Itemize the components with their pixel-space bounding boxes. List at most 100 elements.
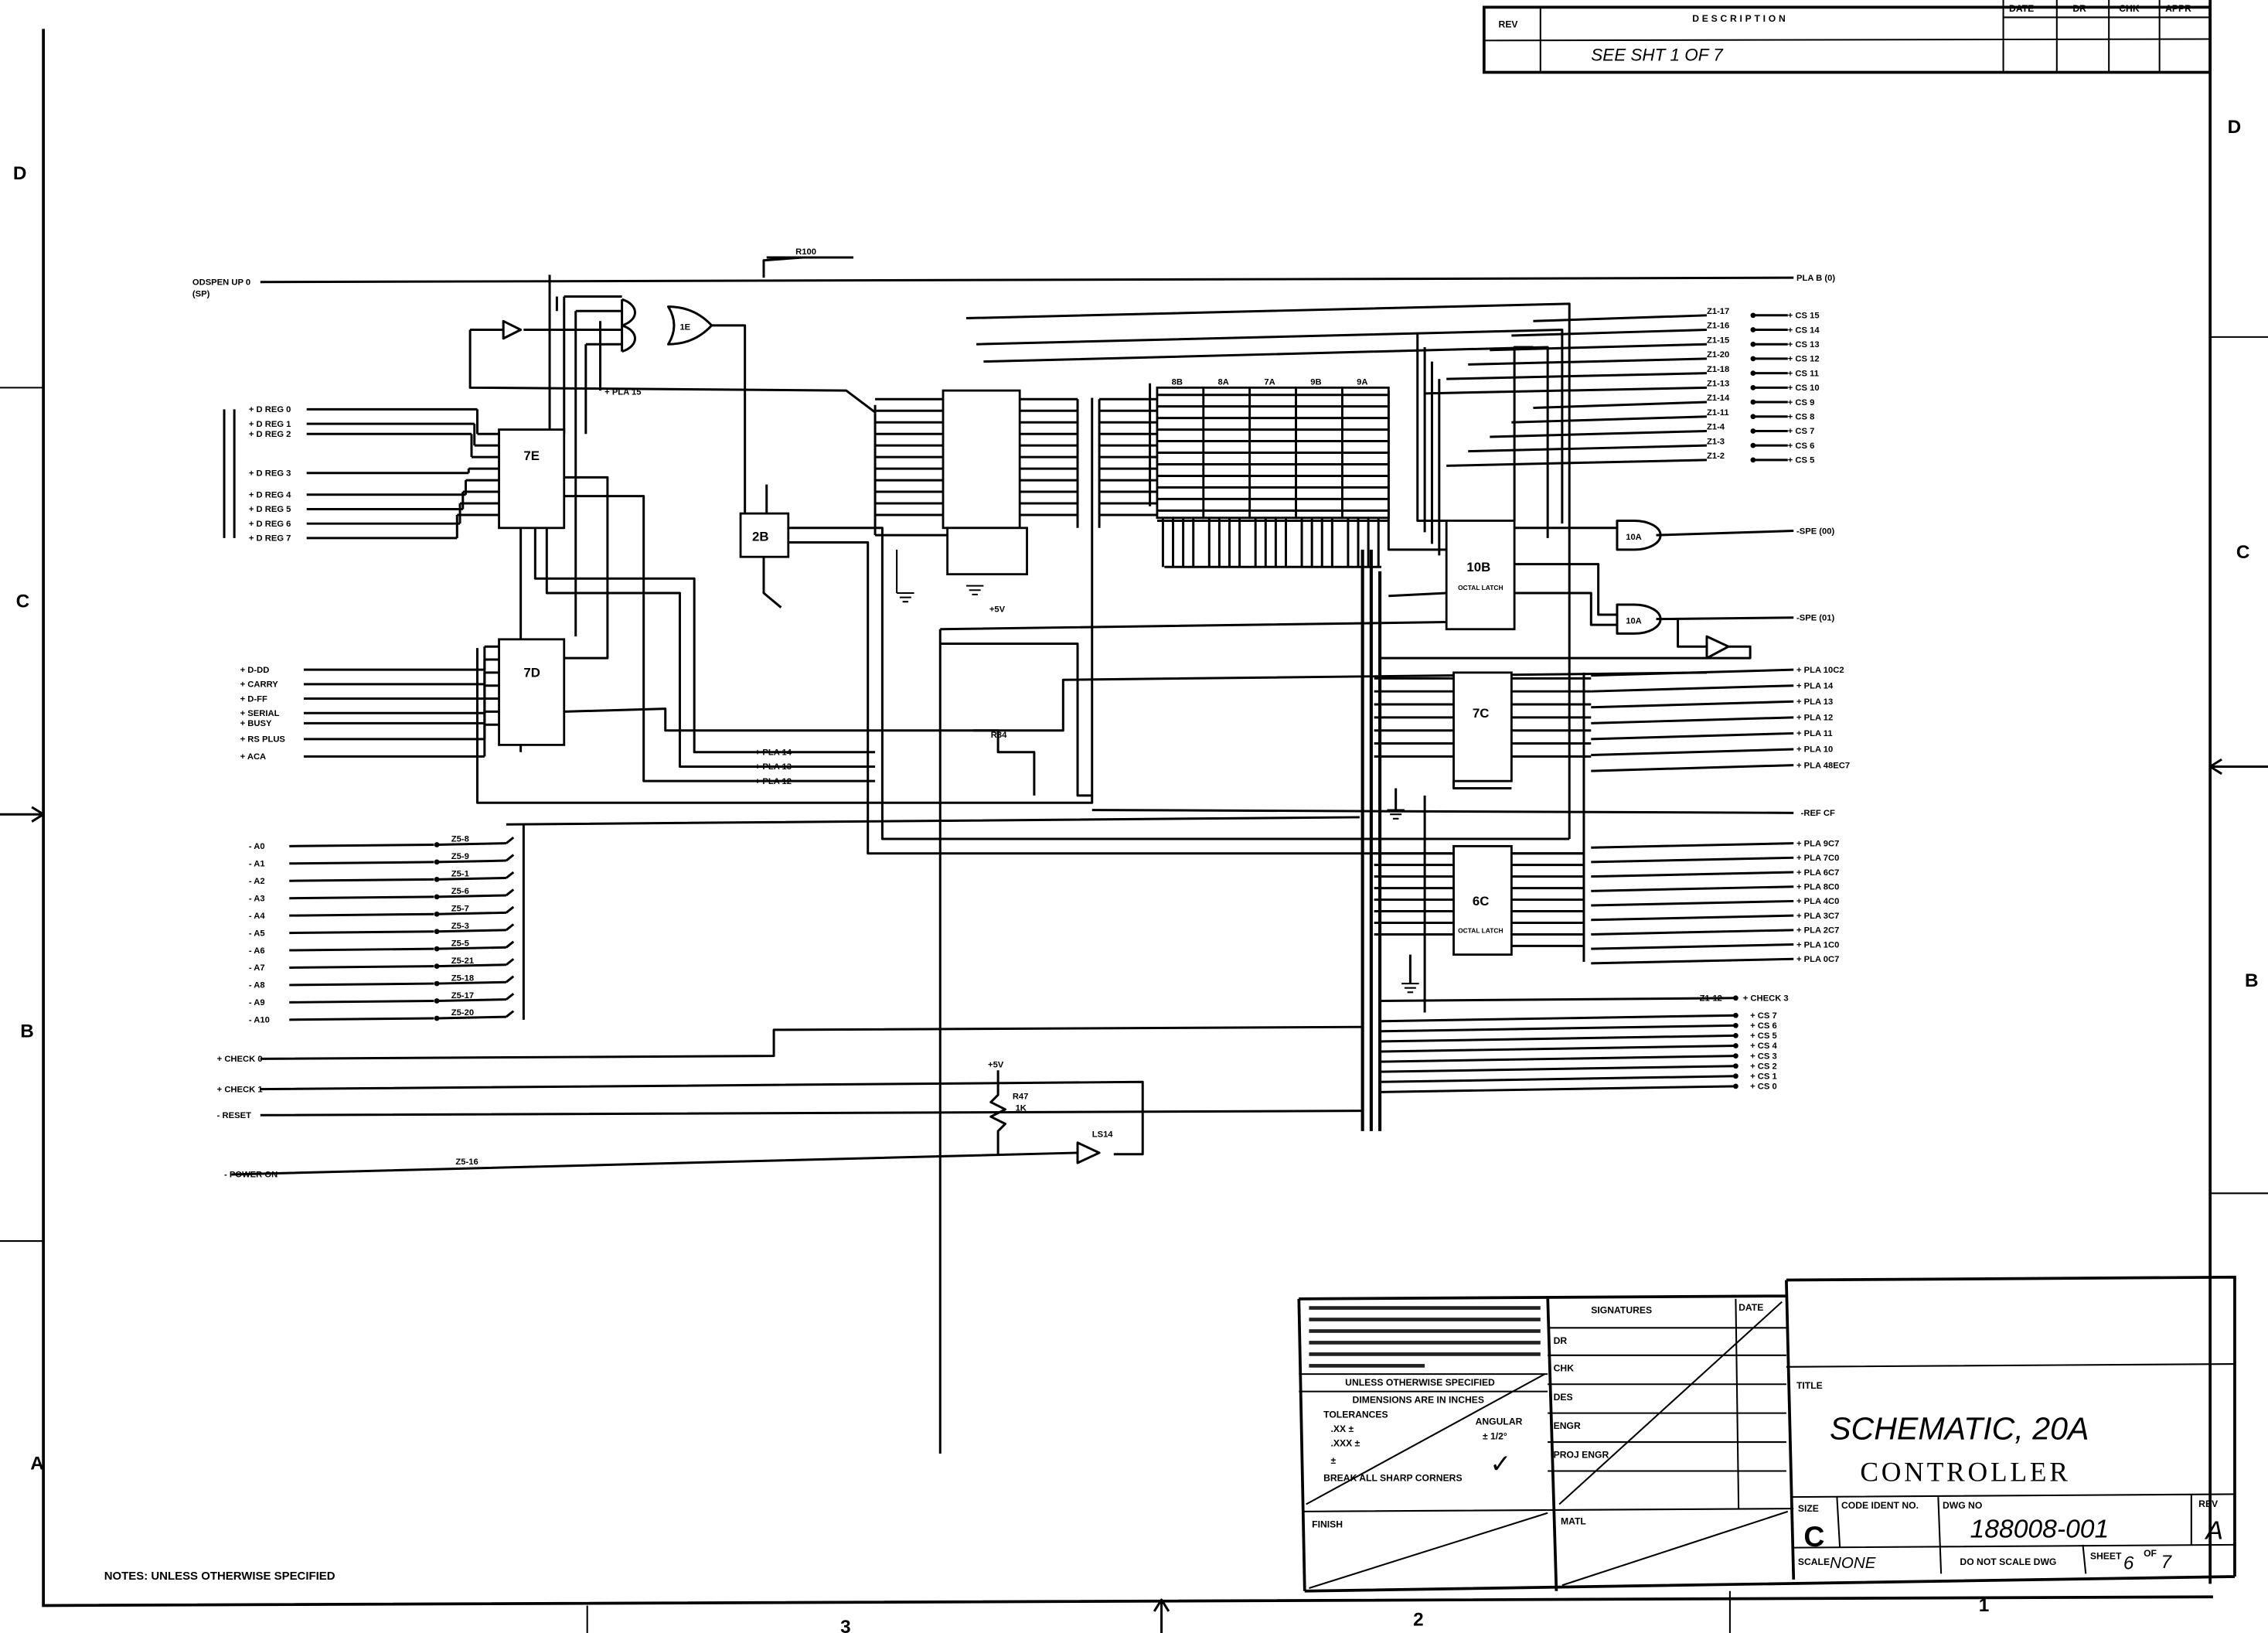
proprietary-notice <box>1309 1306 1541 1368</box>
check-mark-icon: ✓ <box>1490 1450 1511 1478</box>
signal-label: + CS 13 <box>1788 340 1820 349</box>
junction-dot <box>1733 1022 1738 1028</box>
wire <box>1381 1075 1736 1083</box>
signal-label: + CS 14 <box>1788 326 1820 335</box>
wire <box>505 958 515 966</box>
signal-label: - A10 <box>249 1016 270 1025</box>
signal-label: + CS 9 <box>1788 398 1815 407</box>
signal-label: - RESET <box>217 1111 251 1120</box>
buffer-label: LS14 <box>1092 1130 1114 1139</box>
resistor-label: R47 <box>1013 1093 1029 1102</box>
wire <box>289 1017 434 1021</box>
signal-label: + CHECK 0 <box>217 1055 263 1064</box>
signal-label: - A0 <box>249 842 265 851</box>
signal-label: + PLA 1C0 <box>1796 940 1839 949</box>
drawing-title: SCHEMATIC, 20A <box>1830 1410 2089 1446</box>
signal-label: + D REG 5 <box>249 505 291 514</box>
wire <box>505 940 515 949</box>
wire <box>505 871 515 879</box>
gate-label: 10A <box>1626 616 1642 626</box>
signal-label: + PLA 11 <box>1796 729 1833 738</box>
gate-label: 1E <box>679 323 690 332</box>
inverter <box>502 319 523 340</box>
drawing-subtitle: CONTROLLER <box>1860 1457 2070 1488</box>
wire <box>1591 731 1794 741</box>
sig-engr: ENGR <box>1554 1420 1581 1431</box>
signal-label: + SERIAL <box>240 709 280 718</box>
signal-label: -REF CF <box>1801 809 1835 818</box>
wire <box>1591 764 1794 772</box>
signal-label: - POWER ON <box>224 1171 278 1180</box>
power-label: +5V <box>989 605 1006 614</box>
break-corners: BREAK ALL SHARP CORNERS <box>1323 1473 1462 1484</box>
sig-chk: CHK <box>1554 1362 1575 1373</box>
sig-dr: DR <box>1554 1335 1568 1346</box>
wire <box>1511 415 1708 424</box>
wire <box>1511 329 1708 337</box>
angular-tol: ± 1/2° <box>1483 1430 1507 1441</box>
resistor-label: R100 <box>795 247 816 257</box>
wire <box>1381 1034 1736 1043</box>
chip-label: 7E <box>523 448 540 463</box>
tol-frac: ± <box>1330 1455 1336 1466</box>
junction-dot <box>1733 1053 1738 1059</box>
connector-label: Z1-15 <box>1707 336 1729 345</box>
wire <box>437 946 506 950</box>
chip-sublabel: OCTAL LATCH <box>1458 584 1503 591</box>
chip-7e: 7E <box>498 428 566 530</box>
signal-label: + CS 10 <box>1788 384 1820 393</box>
connector-label: Z5-8 <box>451 835 469 844</box>
signal-label: + CS 5 <box>1750 1031 1777 1041</box>
signal-label: + CS 3 <box>1750 1052 1777 1061</box>
wire <box>437 929 506 933</box>
zone-label: 3 <box>840 1617 851 1633</box>
rev-value: A <box>2205 1516 2223 1545</box>
junction-dot <box>1733 1063 1738 1069</box>
chip-label: 7D <box>523 665 540 680</box>
signal-label: + D REG 1 <box>249 420 291 429</box>
signal-label: + PLA 13 <box>755 762 792 772</box>
connector-label: Z5-21 <box>451 956 474 966</box>
zone-label: A <box>30 1454 44 1474</box>
connector-label: Z5-3 <box>451 922 469 931</box>
wire <box>437 963 506 968</box>
wire <box>1591 885 1794 892</box>
signal-label: + D REG 4 <box>249 491 291 500</box>
junction-dot <box>1733 1033 1738 1038</box>
sig-proj-engr: PROJ ENGR <box>1554 1450 1609 1461</box>
angular-label: ANGULAR <box>1476 1417 1523 1427</box>
notes: NOTES: UNLESS OTHERWISE SPECIFIED <box>104 1570 335 1583</box>
tolerances-label: TOLERANCES <box>1323 1409 1388 1420</box>
junction-dot <box>1733 1083 1738 1089</box>
sheet-label: SHEET <box>2090 1551 2122 1562</box>
chip-2b: 2B <box>739 512 790 558</box>
chip-6c: 6C OCTAL LATCH <box>1452 844 1513 956</box>
sig-des: DES <box>1554 1392 1573 1403</box>
wire <box>1468 357 1708 366</box>
sheet-of: OF <box>2144 1548 2157 1559</box>
gate-label: 10A <box>1626 533 1642 542</box>
signal-label: + PLA 10 <box>1796 745 1833 755</box>
connector-label: Z5-5 <box>451 939 469 948</box>
signal-label: + PLA 14 <box>1796 681 1834 690</box>
signal-label: - A6 <box>249 946 265 956</box>
wire <box>505 1010 515 1018</box>
wire <box>1446 372 1708 380</box>
wire <box>289 1000 434 1004</box>
wire <box>1591 684 1794 693</box>
signal-label: + CS 8 <box>1788 412 1815 421</box>
signal-label: + PLA 10C2 <box>1796 666 1844 675</box>
schematic-labels: ODSPEN UP 0 (SP) PLA B (0) R100 + PLA 15… <box>192 247 1835 1179</box>
wire <box>1591 668 1794 677</box>
zone-label: C <box>16 591 30 612</box>
wire <box>1381 1045 1736 1053</box>
signal-label: + D REG 3 <box>249 469 291 478</box>
wire <box>1591 842 1794 849</box>
wire <box>437 859 506 864</box>
connector-label: Z5-7 <box>451 905 469 914</box>
wire <box>1381 1065 1736 1073</box>
wire <box>505 923 515 932</box>
unless-otherwise: UNLESS OTHERWISE SPECIFIED <box>1345 1377 1495 1388</box>
wire <box>437 998 506 1003</box>
